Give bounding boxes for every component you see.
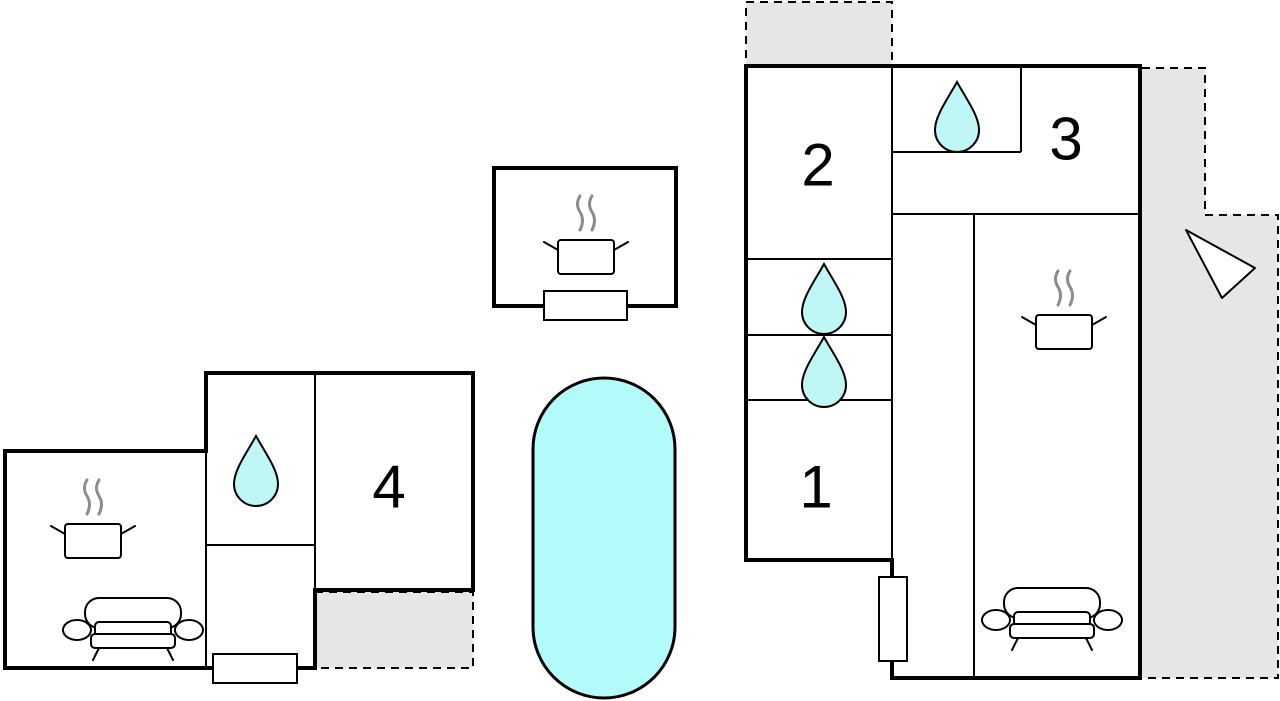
right-building-walls	[744, 64, 1142, 680]
top-terrace	[745, 1, 893, 67]
sofa-icon	[981, 587, 1123, 651]
water-drop-icon	[233, 435, 279, 507]
left-terrace	[314, 591, 474, 669]
small-kitchen-house	[492, 166, 678, 321]
room-number-1: 1	[799, 454, 832, 521]
kitchen-pot-icon	[1020, 269, 1108, 351]
water-drop-icon	[801, 263, 847, 335]
small-house-door	[543, 290, 628, 321]
small-house-walls	[492, 166, 678, 308]
left-door	[212, 653, 298, 684]
room-number-2: 2	[801, 132, 834, 199]
kitchen-pot-icon	[542, 194, 630, 276]
right-building: 2 3 1	[744, 1, 1279, 680]
water-drop-icon	[801, 336, 847, 408]
water-drop-icon	[934, 81, 980, 153]
swimming-pool	[531, 376, 677, 700]
right-door	[878, 576, 908, 662]
sofa-icon	[62, 597, 204, 661]
left-building: 4	[3, 371, 475, 684]
kitchen-pot-icon	[49, 478, 137, 560]
room-number-3: 3	[1049, 106, 1082, 173]
compass-arrow-icon	[1185, 229, 1256, 299]
room-number-4: 4	[372, 454, 405, 521]
left-building-walls	[3, 371, 475, 670]
